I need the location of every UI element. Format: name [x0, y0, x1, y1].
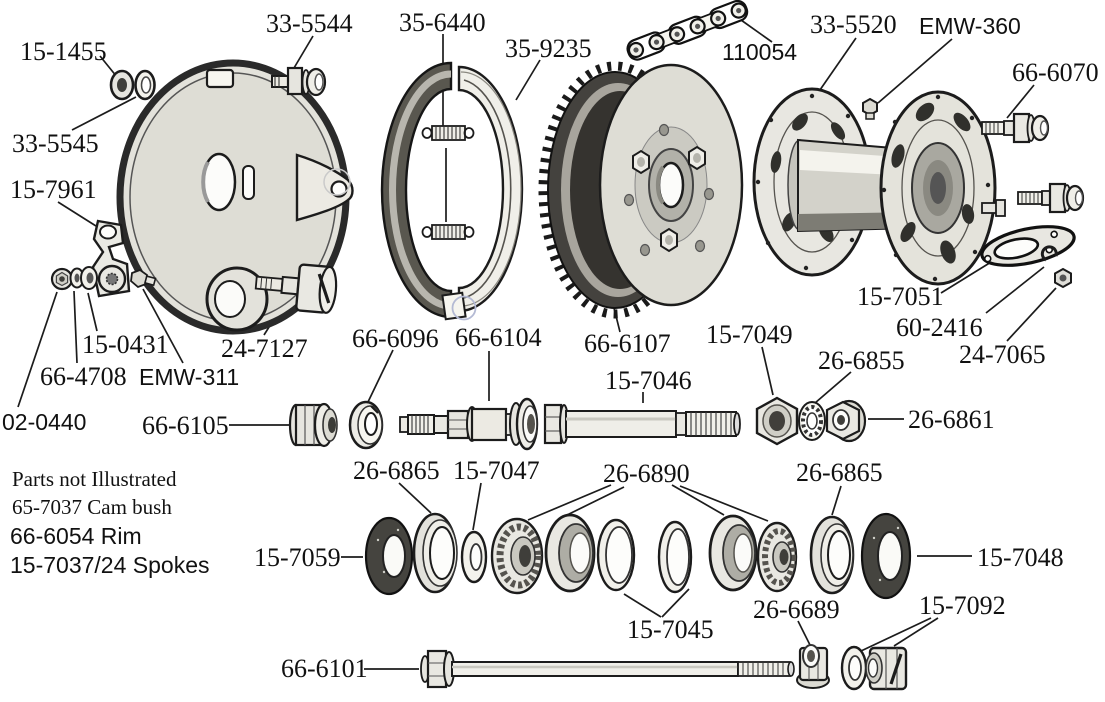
- notes-line-cam-bush: 65-7037 Cam bush: [12, 495, 172, 519]
- ghost-ring: [451, 295, 477, 321]
- return-spring-upper: [421, 125, 475, 141]
- part-label-15-7049: 15-7049: [706, 320, 793, 349]
- bearing-cup-26-6890-right: [708, 514, 758, 592]
- bearing-row: [364, 512, 912, 600]
- part-label-66-4708: 66-4708: [40, 362, 127, 391]
- part-label-15-7046: 15-7046: [605, 366, 692, 395]
- part-label-35-9235: 35-9235: [505, 34, 592, 63]
- part-label-66-6105: 66-6105: [142, 411, 229, 440]
- part-label-33-5544: 33-5544: [266, 9, 353, 38]
- bearing-cone-26-6890-right: [756, 521, 798, 593]
- part-label-60-2416: 60-2416: [896, 313, 983, 342]
- part-labels: 15-1455 33-5544 35-6440 35-9235 110054 3…: [2, 8, 1099, 683]
- plate-top-notch: [205, 68, 235, 89]
- nut-15-7049: [755, 396, 799, 446]
- nut-26-6689: [796, 644, 830, 689]
- felt-retainer-15-7048: [860, 512, 912, 600]
- part-label-26-6855: 26-6855: [818, 346, 905, 375]
- bolt-33-5544: [271, 66, 327, 97]
- part-label-15-7059: 15-7059: [254, 543, 341, 572]
- part-label-15-7047: 15-7047: [453, 456, 540, 485]
- part-label-66-6107: 66-6107: [584, 329, 671, 358]
- hub-bolts-66-6070: [981, 112, 1085, 214]
- retaining-ring-26-6865-right: [809, 515, 855, 595]
- retaining-ring-26-6865-left: [412, 512, 458, 594]
- part-label-66-6101: 66-6101: [281, 654, 368, 683]
- lock-washer-26-6855: [798, 401, 826, 441]
- spacer-ring-15-7045-right: [657, 520, 693, 594]
- bearing-cup-26-6890-left: [544, 513, 596, 593]
- axle-row: [420, 644, 908, 691]
- part-label-15-7961: 15-7961: [10, 175, 97, 204]
- part-label-15-7092: 15-7092: [919, 591, 1006, 620]
- part-label-33-5545: 33-5545: [12, 129, 99, 158]
- ghost-ring-faint: [323, 168, 351, 196]
- bolt-emw-311: [130, 268, 157, 289]
- notes-block: Parts not Illustrated 65-7037 Cam bush 6…: [10, 467, 210, 578]
- brake-shoes-assembly: [323, 61, 524, 321]
- plate-slot: [242, 165, 255, 200]
- part-label-33-5520: 33-5520: [810, 10, 897, 39]
- plate-15-7051: [980, 225, 1076, 267]
- spindle-66-6104: [399, 397, 539, 451]
- circlip-60-2416: [1040, 245, 1058, 262]
- part-label-26-6861: 26-6861: [908, 405, 995, 434]
- spindle-row: [288, 396, 867, 451]
- part-label-24-7065: 24-7065: [959, 340, 1046, 369]
- adjuster-24-7127: [254, 263, 338, 314]
- part-label-66-6104: 66-6104: [455, 323, 542, 352]
- part-label-26-6865-mid: 26-6865: [353, 456, 440, 485]
- notes-line-spokes: 15-7037/24 Spokes: [10, 552, 210, 578]
- felt-retainer-15-7059: [364, 516, 414, 596]
- bearing-cone-26-6890-left: [490, 517, 544, 595]
- notes-title: Parts not Illustrated: [12, 467, 177, 491]
- nut-66-6105: [288, 402, 338, 448]
- wheel-hub: [752, 87, 1006, 286]
- part-label-15-7051: 15-7051: [857, 282, 944, 311]
- part-label-110054: 110054: [722, 39, 797, 65]
- notes-line-rim: 66-6054 Rim: [10, 523, 142, 549]
- washer-15-7047: [460, 530, 488, 584]
- anchor-plate-and-fixings: [980, 225, 1076, 289]
- axle-66-6101: [420, 649, 795, 689]
- nut-24-7065: [1054, 267, 1072, 289]
- sprocket-drum: [538, 61, 744, 319]
- part-label-emw-360: EMW-360: [919, 13, 1021, 39]
- part-label-66-6096: 66-6096: [352, 324, 439, 353]
- stud-15-7046: [543, 403, 741, 445]
- part-label-24-7127: 24-7127: [221, 334, 308, 363]
- nut-26-6861: [825, 399, 867, 443]
- part-label-15-1455: 15-1455: [20, 37, 107, 66]
- part-label-15-7048: 15-7048: [977, 543, 1064, 572]
- brake-lever-assembly: [50, 219, 157, 298]
- brake-backing-plate: [116, 59, 354, 335]
- part-label-26-6865-right: 26-6865: [796, 458, 883, 487]
- bush-66-6096: [348, 400, 384, 450]
- part-label-26-6689: 26-6689: [753, 595, 840, 624]
- chain-segment: [626, 0, 749, 61]
- part-label-emw-311: EMW-311: [139, 364, 239, 390]
- nut-emw-360: [862, 97, 878, 120]
- bolt-66-6070-lower: [1017, 182, 1085, 214]
- part-label-26-6890: 26-6890: [603, 459, 690, 488]
- part-label-15-0431: 15-0431: [82, 330, 169, 359]
- bolt-66-6070-upper: [981, 112, 1050, 144]
- sleeve-nut-15-7092: [865, 646, 908, 691]
- part-label-15-7045: 15-7045: [627, 615, 714, 644]
- part-label-02-0440: 02-0440: [2, 409, 86, 435]
- part-label-66-6070: 66-6070: [1012, 58, 1099, 87]
- part-label-35-6440: 35-6440: [399, 8, 486, 37]
- spacer-ring-15-7045-left: [596, 518, 636, 592]
- pivot-nut-and-washer: [109, 69, 156, 101]
- return-spring-lower: [421, 224, 475, 240]
- washer-15-7092: [840, 645, 868, 691]
